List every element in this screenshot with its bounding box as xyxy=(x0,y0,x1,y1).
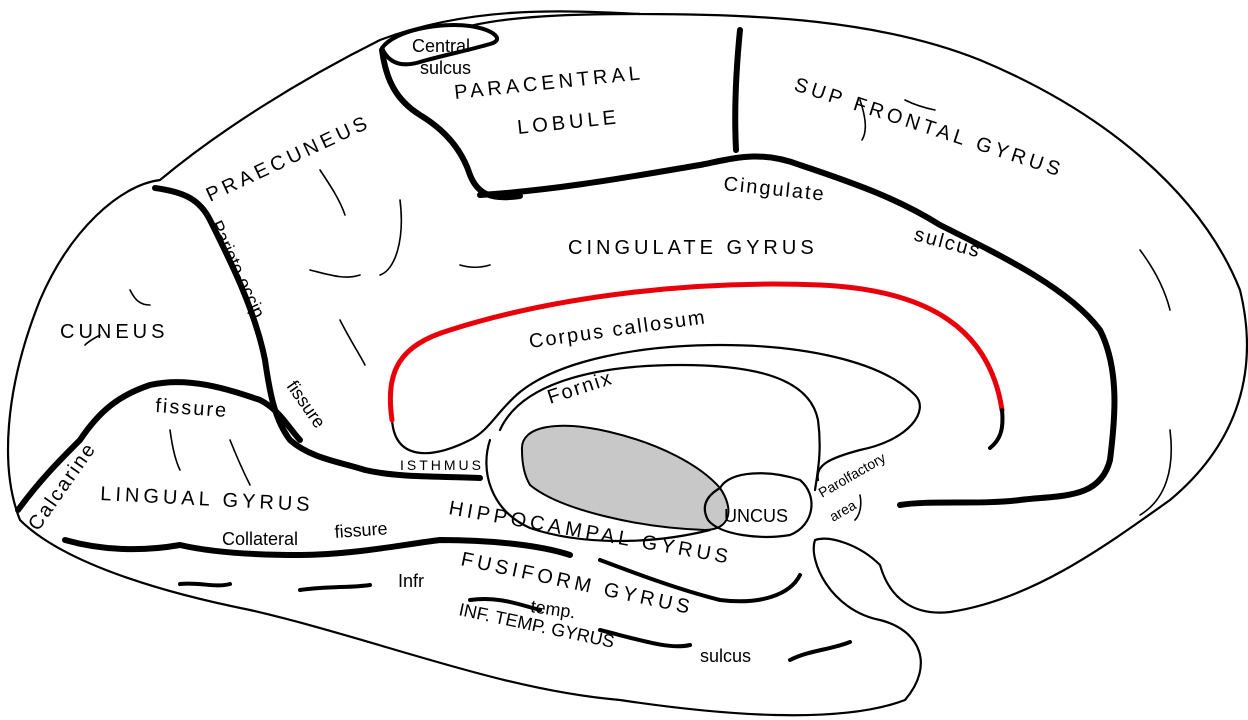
label-parolfactory-2: area xyxy=(827,497,859,525)
hemisphere-outline xyxy=(6,10,1248,717)
label-central-sulcus-1: Central xyxy=(412,36,470,56)
label-central-sulcus-2: sulcus xyxy=(420,58,471,78)
minor-sulcus-10 xyxy=(904,99,936,111)
inf-temp-sulcus-4 xyxy=(598,628,692,649)
label-praecuneus: PRAECUNEUS xyxy=(203,111,374,207)
central-sulcus-outline xyxy=(380,23,499,67)
label-sulcus-inf: sulcus xyxy=(700,646,751,666)
minor-sulcus-6 xyxy=(84,334,101,346)
minor-sulcus-3 xyxy=(309,269,361,278)
parieto-occipital-fissure xyxy=(152,185,483,481)
label-lingual-gyrus: LINGUAL GYRUS xyxy=(100,483,314,516)
inf-temp-sulcus-3 xyxy=(468,597,542,612)
label-cuneus: CUNEUS xyxy=(60,321,168,343)
minor-sulcus-5 xyxy=(129,289,151,306)
label-paracentral: PARACENTRAL xyxy=(453,62,645,104)
label-lobule: LOBULE xyxy=(516,106,621,139)
label-fissure-calc: fissure xyxy=(155,395,229,422)
label-collateral: Collateral xyxy=(222,529,298,549)
minor-sulcus-7 xyxy=(169,429,181,471)
lateral-ventricle-region xyxy=(520,424,730,532)
corpus-callosum-under xyxy=(485,438,712,543)
hippocampal-border xyxy=(598,558,802,604)
label-parolfactory-1: Parolfactory xyxy=(816,449,889,500)
fornix-outline xyxy=(498,363,821,492)
label-cingulate-gyrus: CINGULATE GYRUS xyxy=(568,237,818,259)
calcarine-fissure xyxy=(15,379,303,513)
label-parieto-occip: Parieto-occip. xyxy=(206,217,271,325)
uncus-outline xyxy=(703,472,813,538)
corpus-callosum-outline xyxy=(390,343,921,482)
label-infr: Infr xyxy=(398,571,424,591)
inf-temp-sulcus-1 xyxy=(178,581,232,588)
minor-sulcus-14 xyxy=(854,494,862,521)
collateral-fissure xyxy=(62,537,573,558)
minor-sulcus-1 xyxy=(319,169,346,216)
label-uncus: UNCUS xyxy=(724,506,788,526)
minor-sulcus-2 xyxy=(379,199,403,276)
marginal-sulcus xyxy=(732,27,743,153)
corpus-callosum-splenium-end xyxy=(988,408,1005,450)
minor-sulcus-13 xyxy=(459,264,491,269)
minor-sulcus-11 xyxy=(1139,249,1171,311)
minor-sulcus-12 xyxy=(1139,429,1173,516)
label-sup-frontal-gyrus: SUP FRONTAL GYRUS xyxy=(791,74,1066,182)
paracentral-upper-border xyxy=(468,12,642,28)
cingulate-sulcus xyxy=(477,153,1118,508)
minor-sulcus-8 xyxy=(229,439,251,486)
minor-sulcus-4 xyxy=(339,319,366,366)
label-isthmus: ISTHMUS xyxy=(400,457,484,473)
minor-sulcus-9 xyxy=(859,99,867,141)
inf-temp-sulcus-5 xyxy=(788,640,852,662)
label-fissure-coll: fissure xyxy=(334,518,388,542)
label-fornix: Fornix xyxy=(545,367,616,409)
inf-temp-sulcus-2 xyxy=(298,583,372,592)
corpus-callosum-dorsal[interactable] xyxy=(387,281,1005,423)
label-cingulate-sulcus-1: Cingulate xyxy=(722,173,826,206)
